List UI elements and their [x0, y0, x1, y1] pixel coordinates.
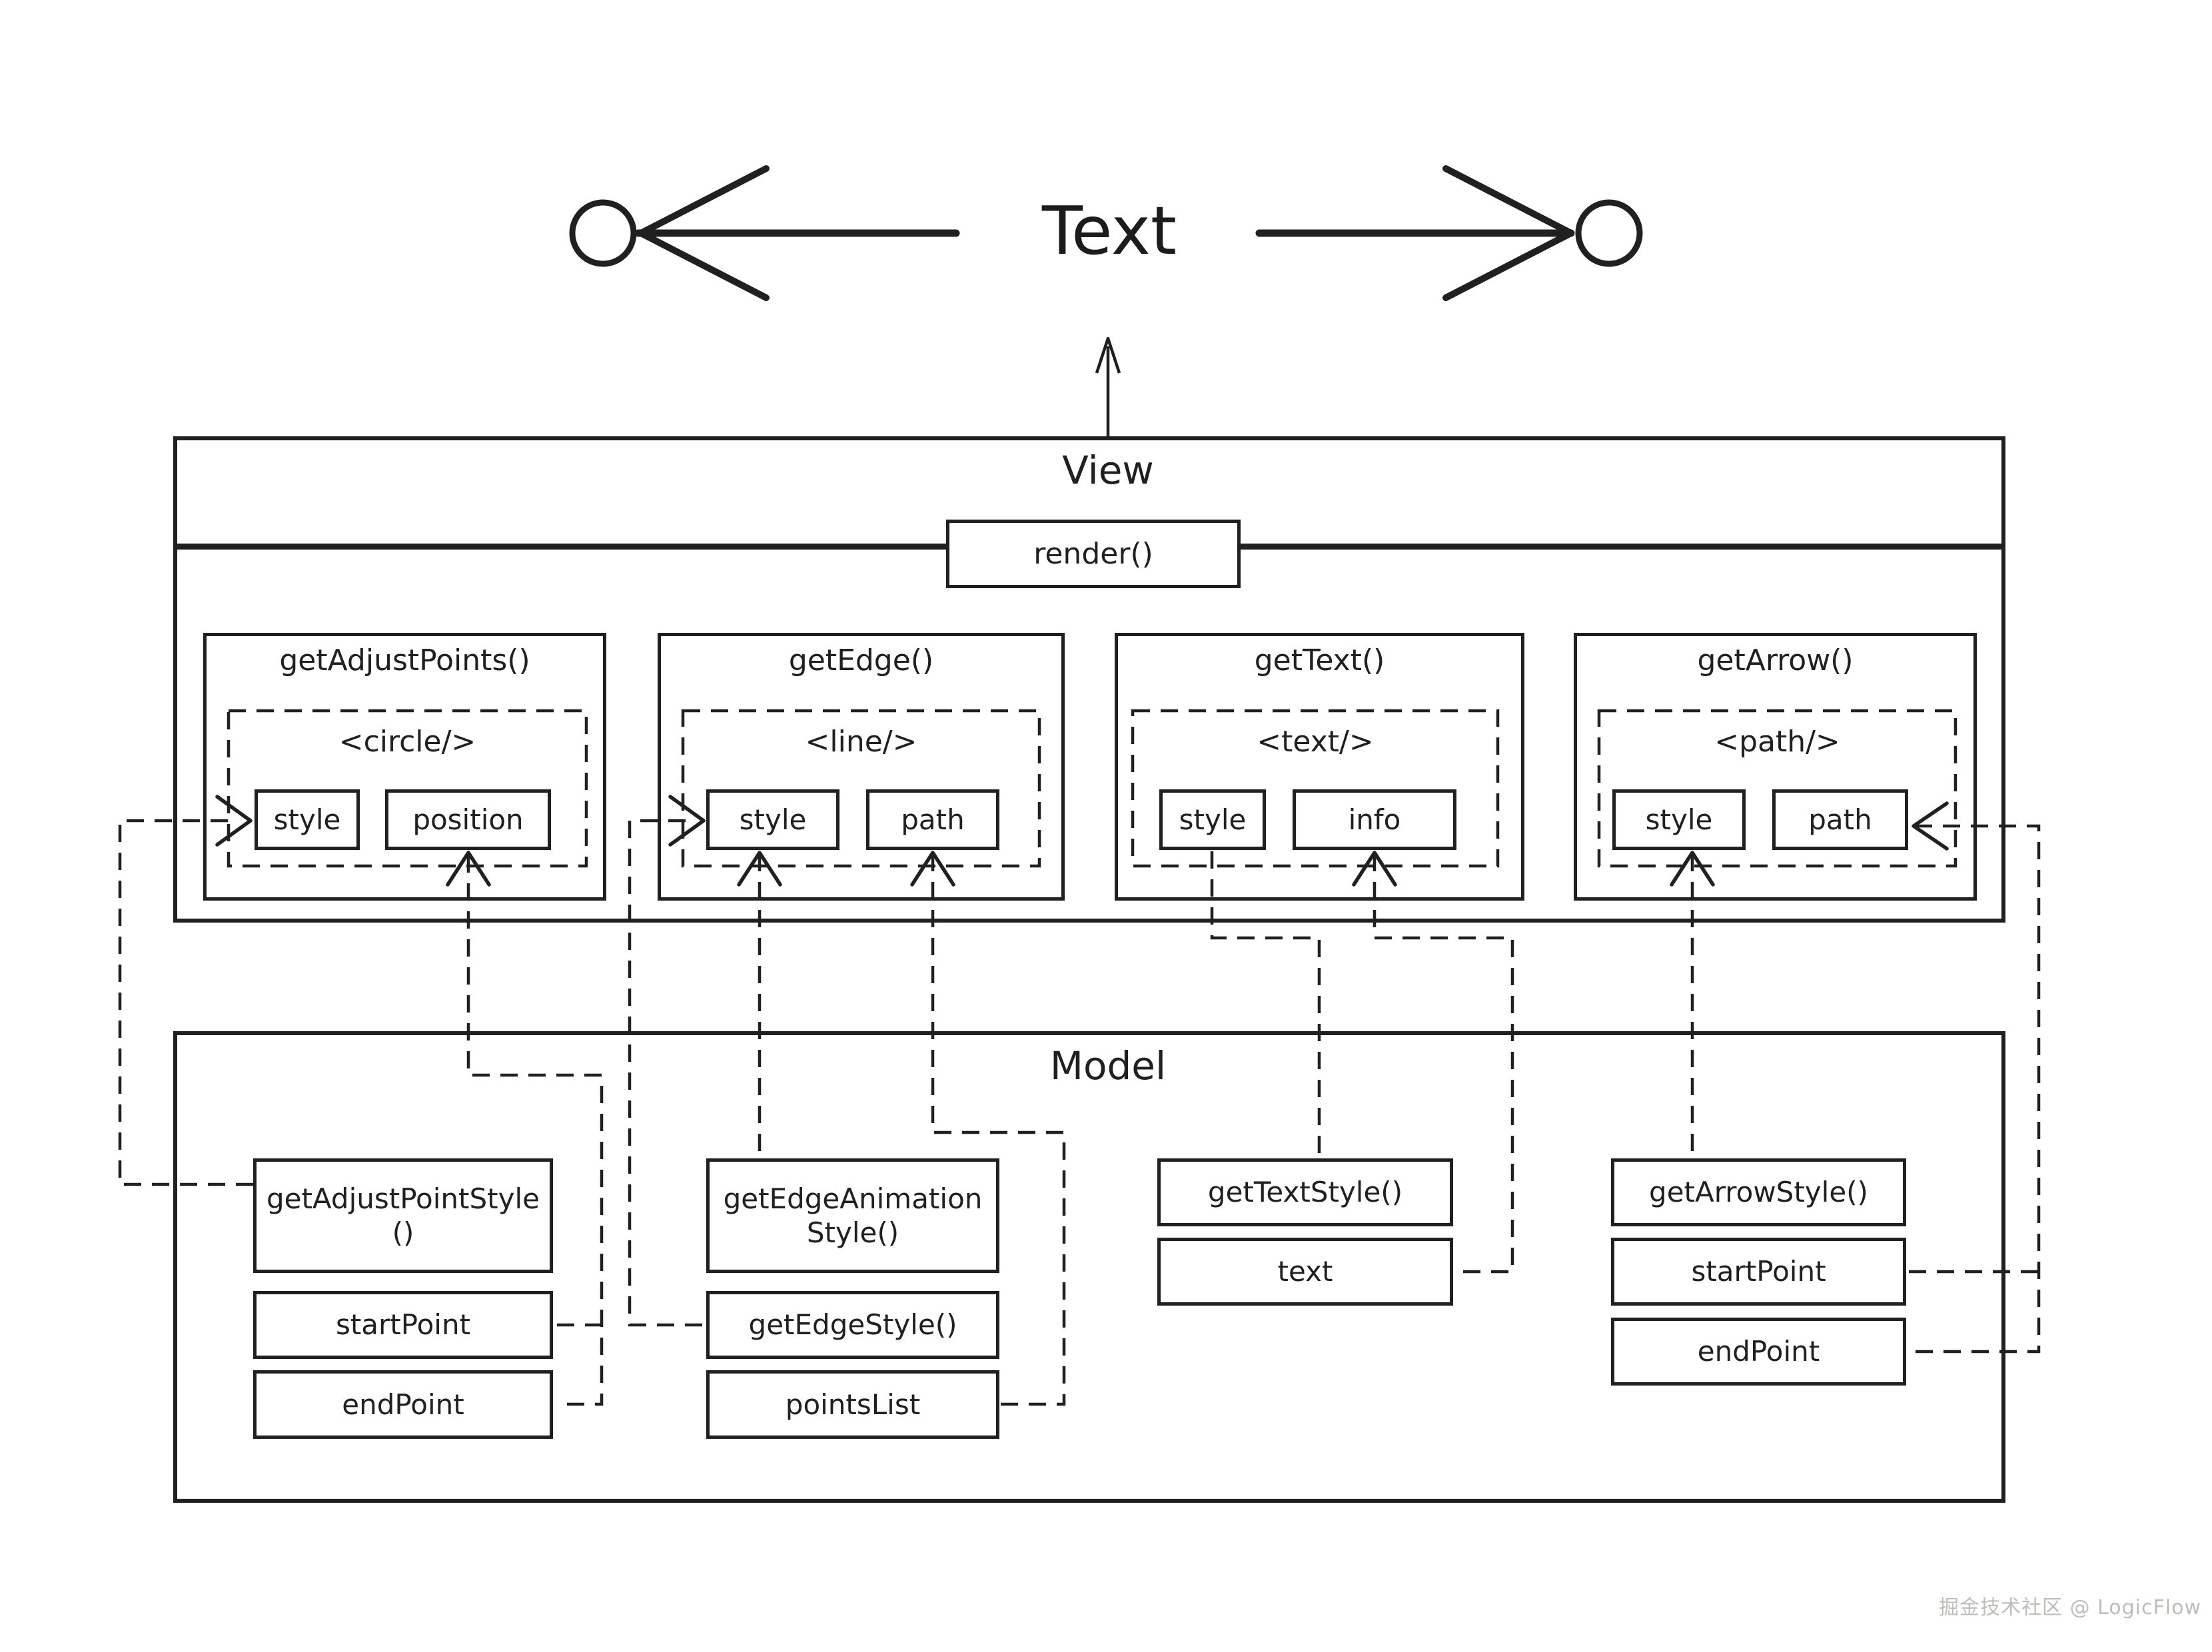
- view-section-getarrow: [1574, 633, 1977, 901]
- attr-box-circle-style: style: [255, 789, 360, 850]
- edge-preview-right-arrowhead-icon: [1442, 165, 1574, 301]
- model-item-text: text: [1157, 1238, 1453, 1306]
- model-item-label: getArrowStyle(): [1649, 1176, 1868, 1209]
- model-item-adjust-startpoint: startPoint: [253, 1291, 553, 1359]
- render-method-label: render(): [1033, 537, 1153, 571]
- section-title-getadjustpoints: getAdjustPoints(): [279, 643, 530, 677]
- attr-box-line-path: path: [866, 789, 999, 850]
- attr-label: path: [901, 803, 965, 836]
- attr-box-line-style: style: [706, 789, 839, 850]
- attr-label: path: [1808, 803, 1872, 836]
- model-item-label: getAdjustPointStyle(): [266, 1182, 540, 1249]
- edge-preview-right-node-circle: [1575, 199, 1643, 267]
- model-item-label: getEdgeStyle(): [748, 1308, 957, 1342]
- model-item-getedgestyle: getEdgeStyle(): [706, 1291, 999, 1359]
- attr-box-arrow-path: path: [1772, 789, 1908, 850]
- view-section-getadjustpoints: [203, 633, 606, 901]
- model-item-label: text: [1277, 1255, 1333, 1288]
- element-tag-path: <path/>: [1714, 725, 1840, 759]
- model-title: Model: [1049, 1043, 1167, 1088]
- attr-box-text-info: info: [1293, 789, 1456, 850]
- section-title-getarrow: getArrow(): [1697, 643, 1854, 677]
- attr-label: style: [1645, 803, 1713, 836]
- model-item-label: startPoint: [335, 1308, 471, 1342]
- attr-label: style: [1179, 803, 1247, 836]
- attr-box-text-style: style: [1159, 789, 1266, 850]
- view-container: [173, 436, 2005, 923]
- view-section-getedge: [658, 633, 1065, 901]
- attr-box-circle-position: position: [385, 789, 551, 850]
- model-item-arrow-endpoint: endPoint: [1611, 1318, 1906, 1386]
- attr-label: position: [412, 803, 524, 836]
- model-item-getarrowstyle: getArrowStyle(): [1611, 1158, 1906, 1226]
- section-title-gettext: getText(): [1254, 643, 1385, 677]
- model-item-label: getEdgeAnimationStyle(): [723, 1182, 983, 1249]
- model-item-adjust-endpoint: endPoint: [253, 1370, 553, 1439]
- model-item-gettextstyle: getTextStyle(): [1157, 1158, 1453, 1226]
- model-item-label: endPoint: [342, 1388, 464, 1421]
- attr-label: style: [739, 803, 807, 836]
- model-item-arrow-startpoint: startPoint: [1611, 1238, 1906, 1306]
- element-tag-text: <text/>: [1257, 725, 1374, 759]
- attr-label: info: [1348, 803, 1401, 836]
- model-item-getedgeanimationstyle: getEdgeAnimationStyle(): [706, 1158, 999, 1273]
- element-tag-circle: <circle/>: [338, 725, 476, 759]
- model-item-label: endPoint: [1697, 1335, 1820, 1368]
- model-item-getadjustpointstyle: getAdjustPointStyle(): [253, 1158, 553, 1273]
- element-tag-line: <line/>: [805, 725, 917, 759]
- attr-box-arrow-style: style: [1612, 789, 1746, 850]
- render-method-box: render(): [946, 520, 1241, 588]
- section-title-getedge: getEdge(): [788, 643, 934, 677]
- model-item-pointslist: pointsList: [706, 1370, 999, 1439]
- attr-label: style: [273, 803, 341, 836]
- edge-preview-left-node-circle: [569, 199, 637, 267]
- edge-preview-text-label: Text: [1041, 192, 1177, 270]
- view-title: View: [1062, 448, 1154, 493]
- model-item-label: startPoint: [1691, 1255, 1826, 1288]
- model-item-label: getTextStyle(): [1207, 1176, 1403, 1209]
- watermark: 掘金技术社区 @ LogicFlow: [1939, 1596, 2201, 1619]
- model-item-label: pointsList: [785, 1388, 921, 1421]
- view-to-preview-arrowhead-icon: [1095, 336, 1121, 374]
- edge-preview-left-arrowhead-icon: [638, 165, 770, 301]
